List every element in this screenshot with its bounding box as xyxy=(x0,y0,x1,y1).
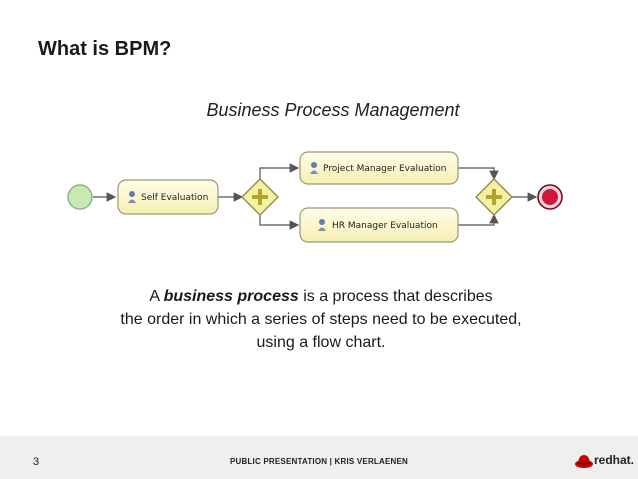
task-project-manager-evaluation-label: Project Manager Evaluation xyxy=(323,164,446,174)
user-task-icon xyxy=(318,219,326,231)
description-prefix: A xyxy=(149,288,164,305)
description-suffix: is a process that describes xyxy=(298,288,493,305)
start-event xyxy=(67,184,93,210)
redhat-logo-text: redhat. xyxy=(594,453,635,467)
user-task-icon xyxy=(128,191,136,203)
flow-split-to-pm xyxy=(259,163,300,179)
footer-bar xyxy=(0,436,638,479)
description-line-2: the order in which a series of steps nee… xyxy=(120,311,522,328)
description-emphasis: business process xyxy=(163,288,299,305)
redhat-logo-icon xyxy=(575,455,593,468)
task-self-evaluation-label: Self Evaluation xyxy=(141,193,208,203)
task-hr-manager-evaluation-label: HR Manager Evaluation xyxy=(332,221,438,231)
flow-pm-to-join xyxy=(458,167,499,181)
page-number: 3 xyxy=(33,456,40,468)
task-self-evaluation: Self Evaluation xyxy=(117,179,219,215)
flow-hr-to-join xyxy=(458,213,499,226)
end-event xyxy=(537,184,563,210)
parallel-gateway-split xyxy=(241,178,279,216)
bpmn-process-diagram: Self Evaluation Project Manager Evaluati… xyxy=(67,151,563,243)
flow-split-to-hr xyxy=(259,215,300,230)
slide-subtitle: Business Process Management xyxy=(206,100,460,120)
parallel-gateway-join xyxy=(475,178,513,216)
description-line-1: A business process is a process that des… xyxy=(0,285,638,308)
task-project-manager-evaluation: Project Manager Evaluation xyxy=(299,151,459,185)
user-task-icon xyxy=(310,162,318,174)
business-process-description: A business process is a process that des… xyxy=(0,285,638,354)
slide-title: What is BPM? xyxy=(38,38,172,60)
task-hr-manager-evaluation: HR Manager Evaluation xyxy=(299,207,459,243)
footer-text: PUBLIC PRESENTATION | KRIS VERLAENEN xyxy=(229,457,409,466)
description-line-3: using a flow chart. xyxy=(256,334,386,351)
